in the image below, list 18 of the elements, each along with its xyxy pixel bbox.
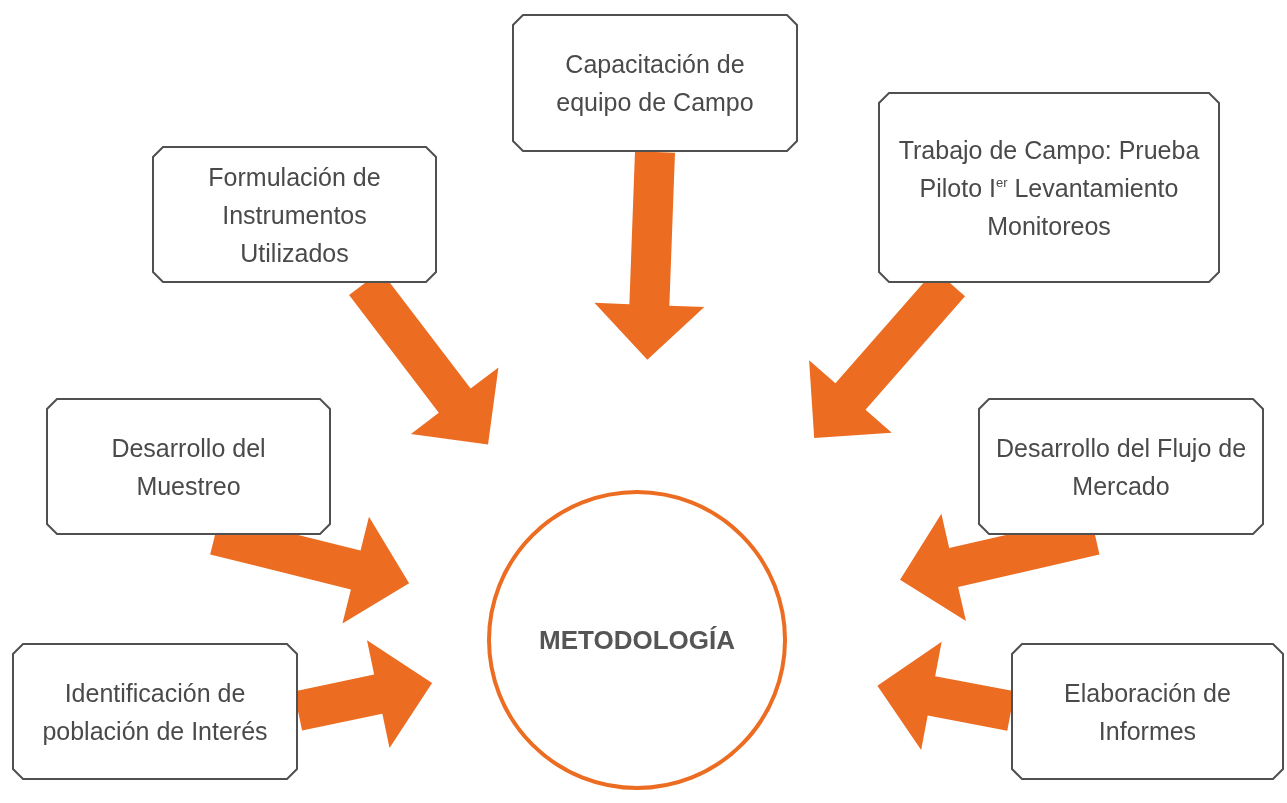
- arrow: [900, 513, 1100, 621]
- step-label: Desarrollo del Muestreo: [110, 432, 267, 502]
- step-label: Desarrollo del Flujo de Mercado: [994, 432, 1248, 502]
- step-label: Elaboración de Informes: [1063, 677, 1232, 747]
- process-box: [152, 146, 437, 283]
- step-label: Identificación de población de Interés: [41, 677, 269, 747]
- process-box: [12, 643, 298, 780]
- process-box: [1011, 643, 1284, 780]
- process-box: [512, 14, 798, 152]
- arrow: [210, 515, 410, 624]
- process-box: [878, 92, 1220, 283]
- process-box: [978, 398, 1264, 535]
- center-label: METODOLOGÍA: [538, 624, 736, 657]
- step-label: Trabajo de Campo: Prueba Piloto I$^{er}$ Levantamiento Monitoreos: [897, 134, 1201, 242]
- arrow: [594, 151, 705, 360]
- step-label: Formulación de Instrumentos Utilizados: [207, 161, 382, 269]
- step-label: Capacitación de equipo de Campo: [555, 49, 755, 118]
- process-box: [46, 398, 331, 535]
